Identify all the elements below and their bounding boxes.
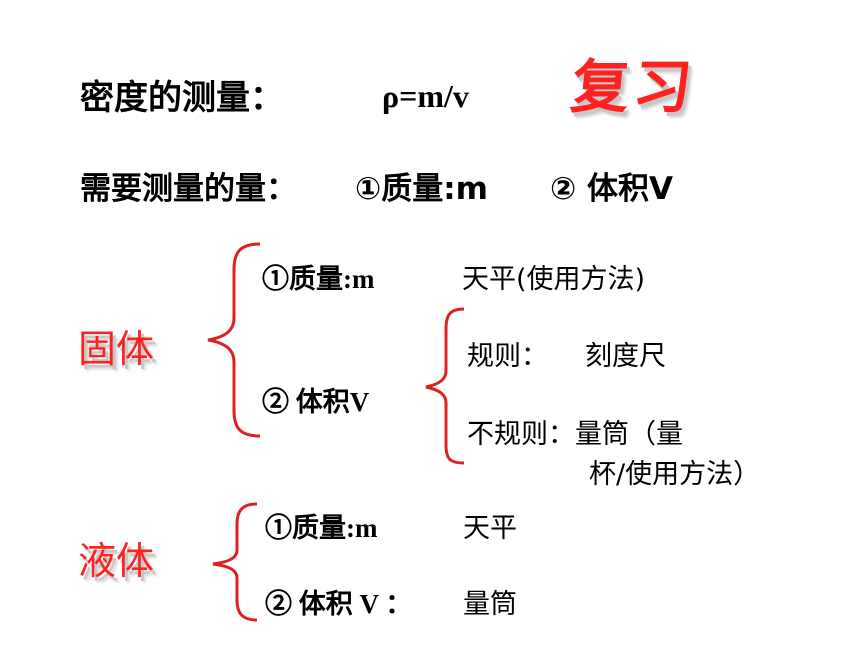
solid-mass: ①质量:m	[262, 257, 374, 296]
solid-wordart-label: 固体	[78, 327, 155, 371]
solid-mass-text: ①质量:m	[262, 264, 375, 294]
need-volume: ② 体积V	[550, 171, 674, 207]
need-measure-label: 需要测量的量：	[80, 171, 297, 207]
density-formula: ρ=m/v	[382, 78, 469, 114]
liquid-brace	[212, 502, 258, 622]
solid-brace	[207, 242, 261, 438]
need-mass: ①质量:m	[355, 171, 488, 207]
liquid-wordart-label: 液体	[78, 539, 155, 583]
liquid-mass-text: ①质量:m	[265, 513, 378, 543]
liquid-mass-tool: 天平	[463, 513, 517, 544]
page-title: 密度的测量：	[80, 78, 284, 118]
solid-mass-tool: 天平(使用方法)	[462, 264, 646, 295]
regular-label: 规则：	[467, 341, 548, 372]
liquid-volume: ② 体积 V ：	[265, 582, 412, 621]
solid-volume-brace	[425, 307, 465, 465]
irregular-line-1: 不规则：量筒（量	[467, 419, 683, 450]
liquid-volume-text: ② 体积 V ：	[265, 589, 413, 619]
irregular-line-2: 杯/使用方法）	[589, 459, 761, 490]
solid-volume-text: ② 体积V	[262, 387, 370, 417]
review-wordart-badge: 复习	[567, 53, 700, 121]
liquid-mass: ①质量:m	[265, 506, 377, 545]
regular-tool: 刻度尺	[585, 341, 666, 372]
solid-volume: ② 体积V	[262, 380, 369, 419]
liquid-volume-tool: 量筒	[463, 589, 517, 620]
